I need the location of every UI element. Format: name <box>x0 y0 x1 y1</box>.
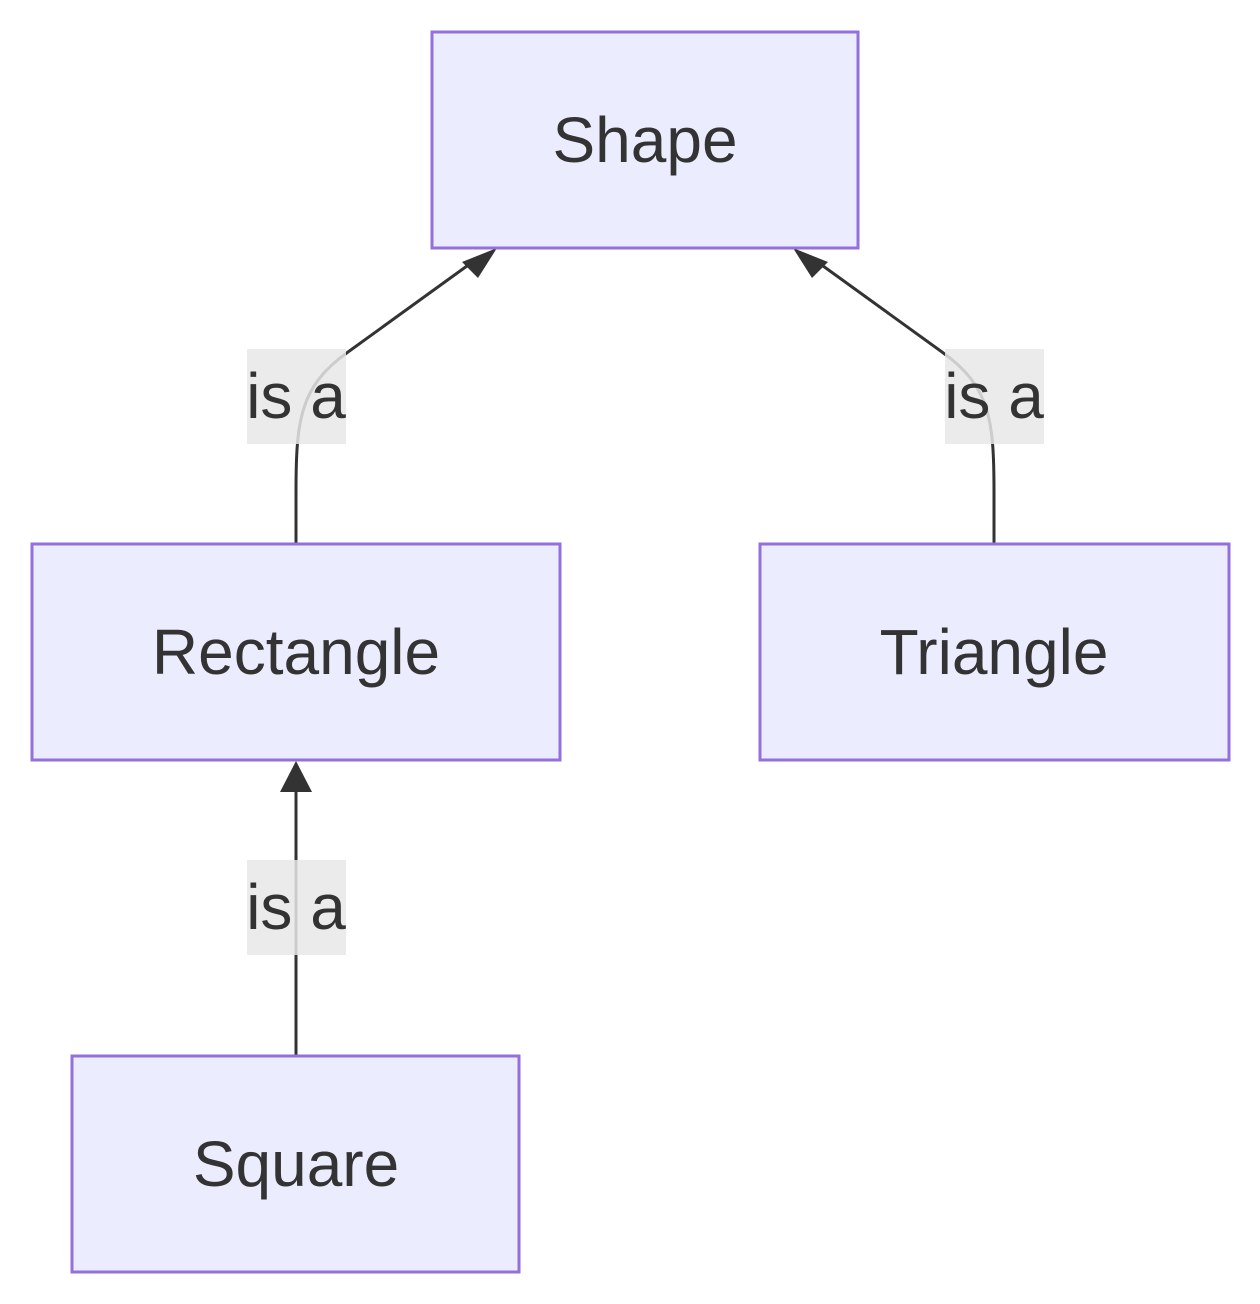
edge-square-to-rectangle: is a <box>246 761 346 1055</box>
node-triangle[interactable]: Triangle <box>758 542 1231 762</box>
node-label: Square <box>193 1128 399 1200</box>
node-shape[interactable]: Shape <box>430 30 860 250</box>
node-rectangle[interactable]: Rectangle <box>30 542 562 762</box>
edge-label-background <box>945 349 1044 444</box>
node-label: Triangle <box>880 616 1109 688</box>
edge-label: is a <box>246 360 346 432</box>
node-box <box>30 542 562 762</box>
arrowhead-icon <box>793 248 828 278</box>
edge-triangle-to-shape: is a <box>793 248 1044 543</box>
arrowhead-icon <box>462 248 497 278</box>
node-square[interactable]: Square <box>70 1054 521 1274</box>
node-box <box>70 1054 521 1274</box>
node-label: Shape <box>552 104 737 176</box>
edge-label-background <box>247 349 346 444</box>
edge-label: is a <box>944 360 1044 432</box>
edge-label-background <box>247 860 346 955</box>
node-label: Rectangle <box>152 616 440 688</box>
edge-label: is a <box>246 871 346 943</box>
node-box <box>430 30 860 250</box>
node-box <box>758 542 1231 762</box>
arrowhead-icon <box>280 761 312 792</box>
edge-rectangle-to-shape: is a <box>246 248 497 543</box>
